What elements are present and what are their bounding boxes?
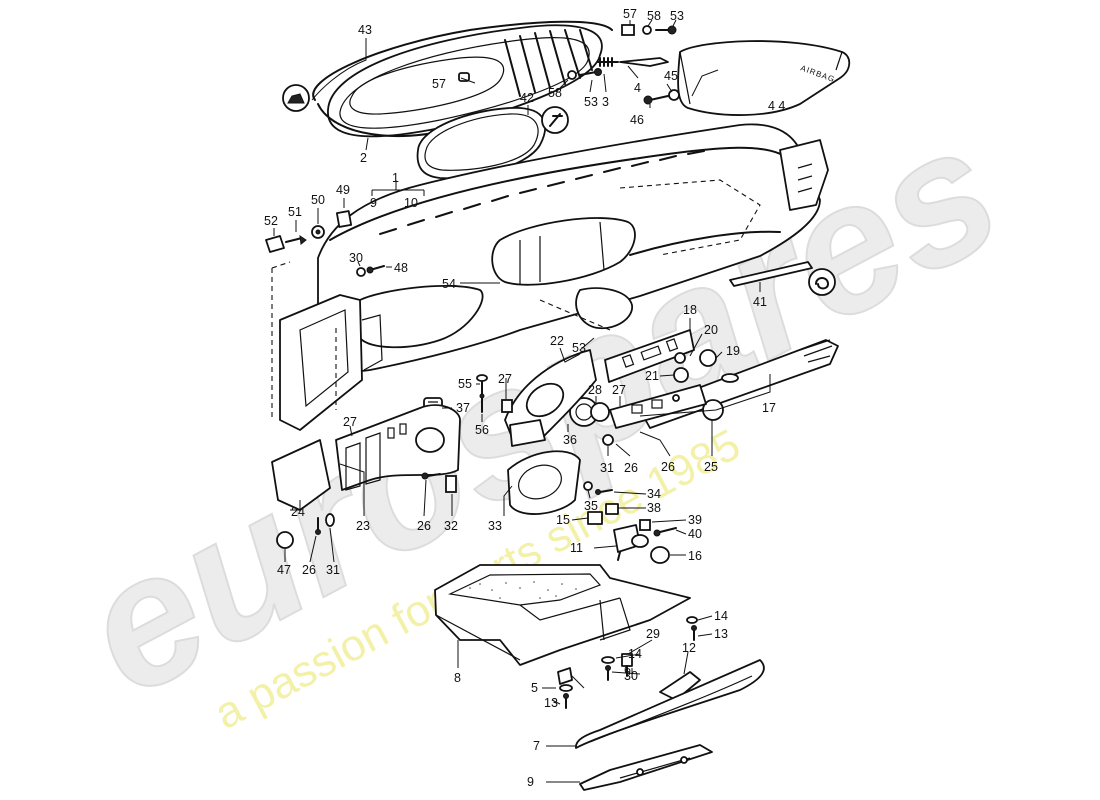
callout-47: 47 xyxy=(277,563,291,577)
callout-21: 21 xyxy=(645,369,659,383)
callout-13: 13 xyxy=(714,627,728,641)
callout-4: 4 xyxy=(634,81,641,95)
callout-32: 32 xyxy=(444,519,458,533)
callout-56: 56 xyxy=(475,423,489,437)
center-console-trim xyxy=(501,349,597,447)
callout-27: 27 xyxy=(498,372,512,386)
callout-58: 58 xyxy=(647,9,661,23)
callout-33: 33 xyxy=(488,519,502,533)
callout-31: 31 xyxy=(326,563,340,577)
callout-26: 26 xyxy=(661,460,675,474)
callout-9: 9 xyxy=(370,196,377,210)
callout-44: 4 4 xyxy=(768,99,785,113)
callout-20: 20 xyxy=(704,323,718,337)
callout-10: 9 xyxy=(527,775,534,789)
callout-29: 29 xyxy=(646,627,660,641)
bottom-fasteners xyxy=(276,513,698,709)
callout-26: 26 xyxy=(302,563,316,577)
callout-39: 39 xyxy=(688,513,702,527)
callout-11: 11 xyxy=(570,541,583,555)
callout-58: 58 xyxy=(548,86,562,100)
callout-46: 46 xyxy=(630,113,644,127)
callout-43: 43 xyxy=(358,23,372,37)
defroster-slots xyxy=(379,150,705,235)
callout-25: 25 xyxy=(704,460,718,474)
callout-53: 53 xyxy=(572,341,586,355)
callout-2: 2 xyxy=(360,151,367,165)
callout-37: 37 xyxy=(456,401,470,415)
callout-38: 38 xyxy=(647,501,661,515)
callout-17: 17 xyxy=(762,401,776,415)
airbag-cover: AIRBAG xyxy=(677,40,851,116)
callout-45: 45 xyxy=(664,69,678,83)
left-fasteners xyxy=(265,210,385,277)
callout-55: 55 xyxy=(458,377,472,391)
callout-30: 30 xyxy=(624,669,638,683)
callout-49: 49 xyxy=(336,183,350,197)
glove-box-texture xyxy=(469,581,577,599)
callout-48: 48 xyxy=(394,261,408,275)
callout-30: 30 xyxy=(349,251,363,265)
callout-42: 42 xyxy=(520,91,534,105)
callout-27: 27 xyxy=(612,383,626,397)
ref-symbol-icon xyxy=(282,84,836,296)
dashboard-main xyxy=(271,123,829,431)
callout-41: 41 xyxy=(753,295,767,309)
callout-31: 31 xyxy=(600,461,614,475)
vent-louvres xyxy=(504,29,593,97)
callout-22: 22 xyxy=(550,334,564,348)
callout-15: 15 xyxy=(556,513,570,527)
callout-40: 40 xyxy=(688,527,702,541)
callout-51: 51 xyxy=(288,205,302,219)
cluster-gasket xyxy=(416,107,547,180)
callout-8: 8 xyxy=(454,671,461,685)
callout-28: 28 xyxy=(588,383,602,397)
callout-34: 34 xyxy=(647,487,661,501)
callout-36: 36 xyxy=(563,433,577,447)
callout-7: 13 xyxy=(544,696,558,710)
callout-16: 16 xyxy=(688,549,702,563)
switch-knobs xyxy=(569,384,724,446)
callout-labels: 43 57 58 53 57 45 58 53 3 4 4 4 42 46 2 … xyxy=(264,7,785,789)
knee-panel xyxy=(271,404,461,511)
callout-1: 1 xyxy=(392,171,399,185)
callout-5: 5 xyxy=(531,681,538,695)
callout-18: 18 xyxy=(683,303,697,317)
speaker-cover xyxy=(507,450,613,515)
callout-24: 24 xyxy=(291,505,305,519)
glovebox-lid xyxy=(575,659,765,791)
callout-27: 27 xyxy=(343,415,357,429)
callout-19: 19 xyxy=(726,344,740,358)
callout-13: 6 xyxy=(624,663,631,677)
callout-53: 53 xyxy=(584,95,598,109)
leader-lines xyxy=(273,19,771,783)
glove-box xyxy=(434,564,691,666)
callout-14: 14 xyxy=(628,647,642,661)
switch-panel xyxy=(604,329,717,383)
callout-14: 14 xyxy=(714,609,728,623)
callout-52: 52 xyxy=(264,214,278,228)
top-hardware xyxy=(567,24,680,105)
callout-26: 26 xyxy=(624,461,638,475)
callout-3: 3 xyxy=(602,95,609,109)
callout-53: 53 xyxy=(670,9,684,23)
callout-50: 50 xyxy=(311,193,325,207)
callout-9: 7 xyxy=(533,739,540,753)
callout-10: 10 xyxy=(404,196,418,210)
callout-35: 35 xyxy=(584,499,598,513)
callout-23: 23 xyxy=(356,519,370,533)
callout-57: 57 xyxy=(432,77,446,91)
callout-57: 57 xyxy=(623,7,637,21)
callout-12: 12 xyxy=(682,641,696,655)
callout-54: 54 xyxy=(442,277,456,291)
glovebox-lock xyxy=(587,503,677,564)
callout-26: 26 xyxy=(417,519,431,533)
